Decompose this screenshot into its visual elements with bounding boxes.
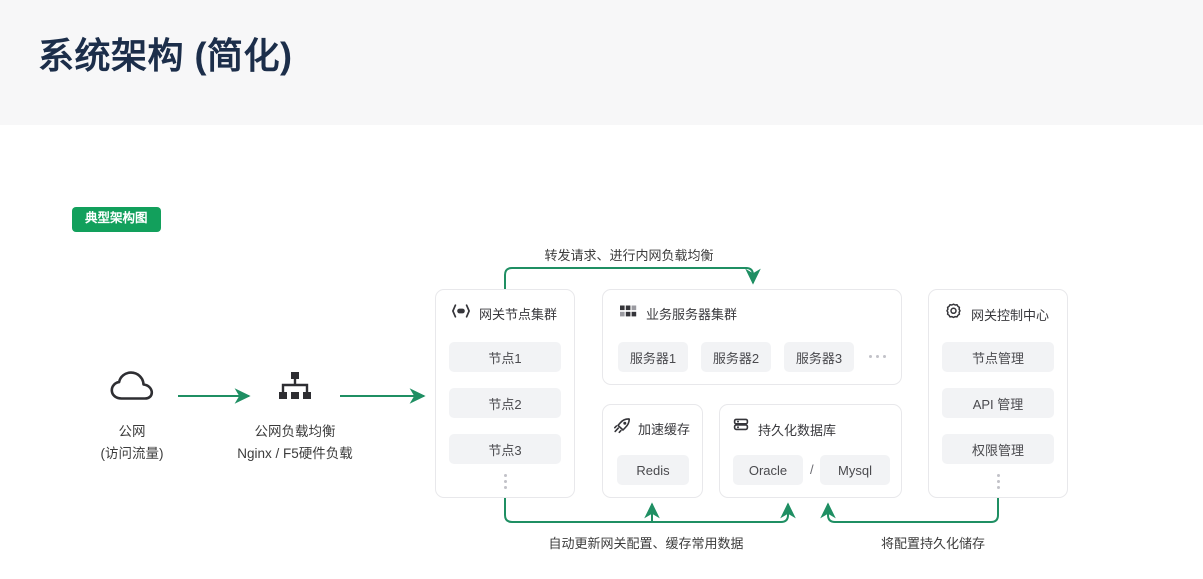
top-connector-path (504, 267, 761, 289)
overflow-ellipsis-icon[interactable] (436, 474, 574, 489)
card-header: 网关控制中心 (929, 290, 1067, 325)
flow-node-label-line2: Nginx / F5硬件负载 (237, 445, 353, 461)
bottom-left-connector-label: 自动更新网关配置、缓存常用数据 (548, 536, 744, 551)
card-title: 业务服务器集群 (646, 307, 738, 322)
flow-node-label-line2: (访问流量) (100, 445, 164, 461)
card-database[interactable]: 持久化数据库 Oracle / Mysql (719, 404, 902, 498)
header-band (0, 0, 1203, 125)
load-balancer-icon (215, 370, 375, 407)
chip-permission-management[interactable]: 权限管理 (942, 434, 1054, 464)
gear-icon (945, 303, 962, 325)
overflow-ellipsis-icon[interactable] (869, 355, 886, 358)
status-badge: 典型架构图 (72, 207, 161, 232)
chip-node-1[interactable]: 节点1 (449, 342, 561, 372)
top-connector-label: 转发请求、进行内网负载均衡 (544, 248, 714, 263)
chip-node-3[interactable]: 节点3 (449, 434, 561, 464)
card-title: 网关控制中心 (971, 307, 1050, 323)
gateway-icon (452, 303, 470, 324)
chip-mysql[interactable]: Mysql (820, 455, 890, 485)
chip-node-2[interactable]: 节点2 (449, 388, 561, 418)
flow-node-label-line1: 公网 (118, 424, 146, 439)
card-cache[interactable]: 加速缓存 Redis (602, 404, 703, 498)
card-header: 网关节点集群 (436, 290, 574, 324)
card-title: 加速缓存 (638, 422, 691, 437)
flow-node-load-balancer: 公网负载均衡 Nginx / F5硬件负载 (215, 370, 375, 465)
bottom-right-connector-label: 将配置持久化储存 (880, 536, 985, 551)
bottom-right-connector-path (820, 498, 999, 523)
chip-server-1[interactable]: 服务器1 (618, 342, 688, 372)
card-header: 加速缓存 (603, 405, 702, 439)
card-title: 网关节点集群 (479, 307, 558, 322)
chip-redis[interactable]: Redis (617, 455, 689, 485)
flow-node-label-line1: 公网负载均衡 (254, 424, 336, 439)
database-separator: / (810, 462, 814, 477)
rocket-icon (614, 418, 631, 439)
grid-apps-icon (619, 303, 637, 324)
cloud-icon (80, 370, 184, 407)
chip-server-3[interactable]: 服务器3 (784, 342, 854, 372)
card-header: 业务服务器集群 (603, 290, 901, 324)
overflow-ellipsis-icon[interactable] (929, 474, 1067, 489)
chip-oracle[interactable]: Oracle (733, 455, 803, 485)
card-business-servers[interactable]: 业务服务器集群 服务器1 服务器2 服务器3 (602, 289, 902, 385)
chip-node-management[interactable]: 节点管理 (942, 342, 1054, 372)
bottom-left-connector-path (504, 498, 796, 523)
chip-api-management[interactable]: API 管理 (942, 388, 1054, 418)
database-icon (733, 418, 749, 440)
card-gateway-control-center[interactable]: 网关控制中心 节点管理 API 管理 权限管理 (928, 289, 1068, 498)
page-title: 系统架构 (简化) (38, 35, 293, 76)
card-header: 持久化数据库 (720, 405, 901, 440)
card-gateway-cluster[interactable]: 网关节点集群 节点1 节点2 节点3 (435, 289, 575, 498)
chip-server-2[interactable]: 服务器2 (701, 342, 771, 372)
card-title: 持久化数据库 (758, 422, 837, 438)
flow-node-public-network: 公网 (访问流量) (80, 370, 184, 465)
